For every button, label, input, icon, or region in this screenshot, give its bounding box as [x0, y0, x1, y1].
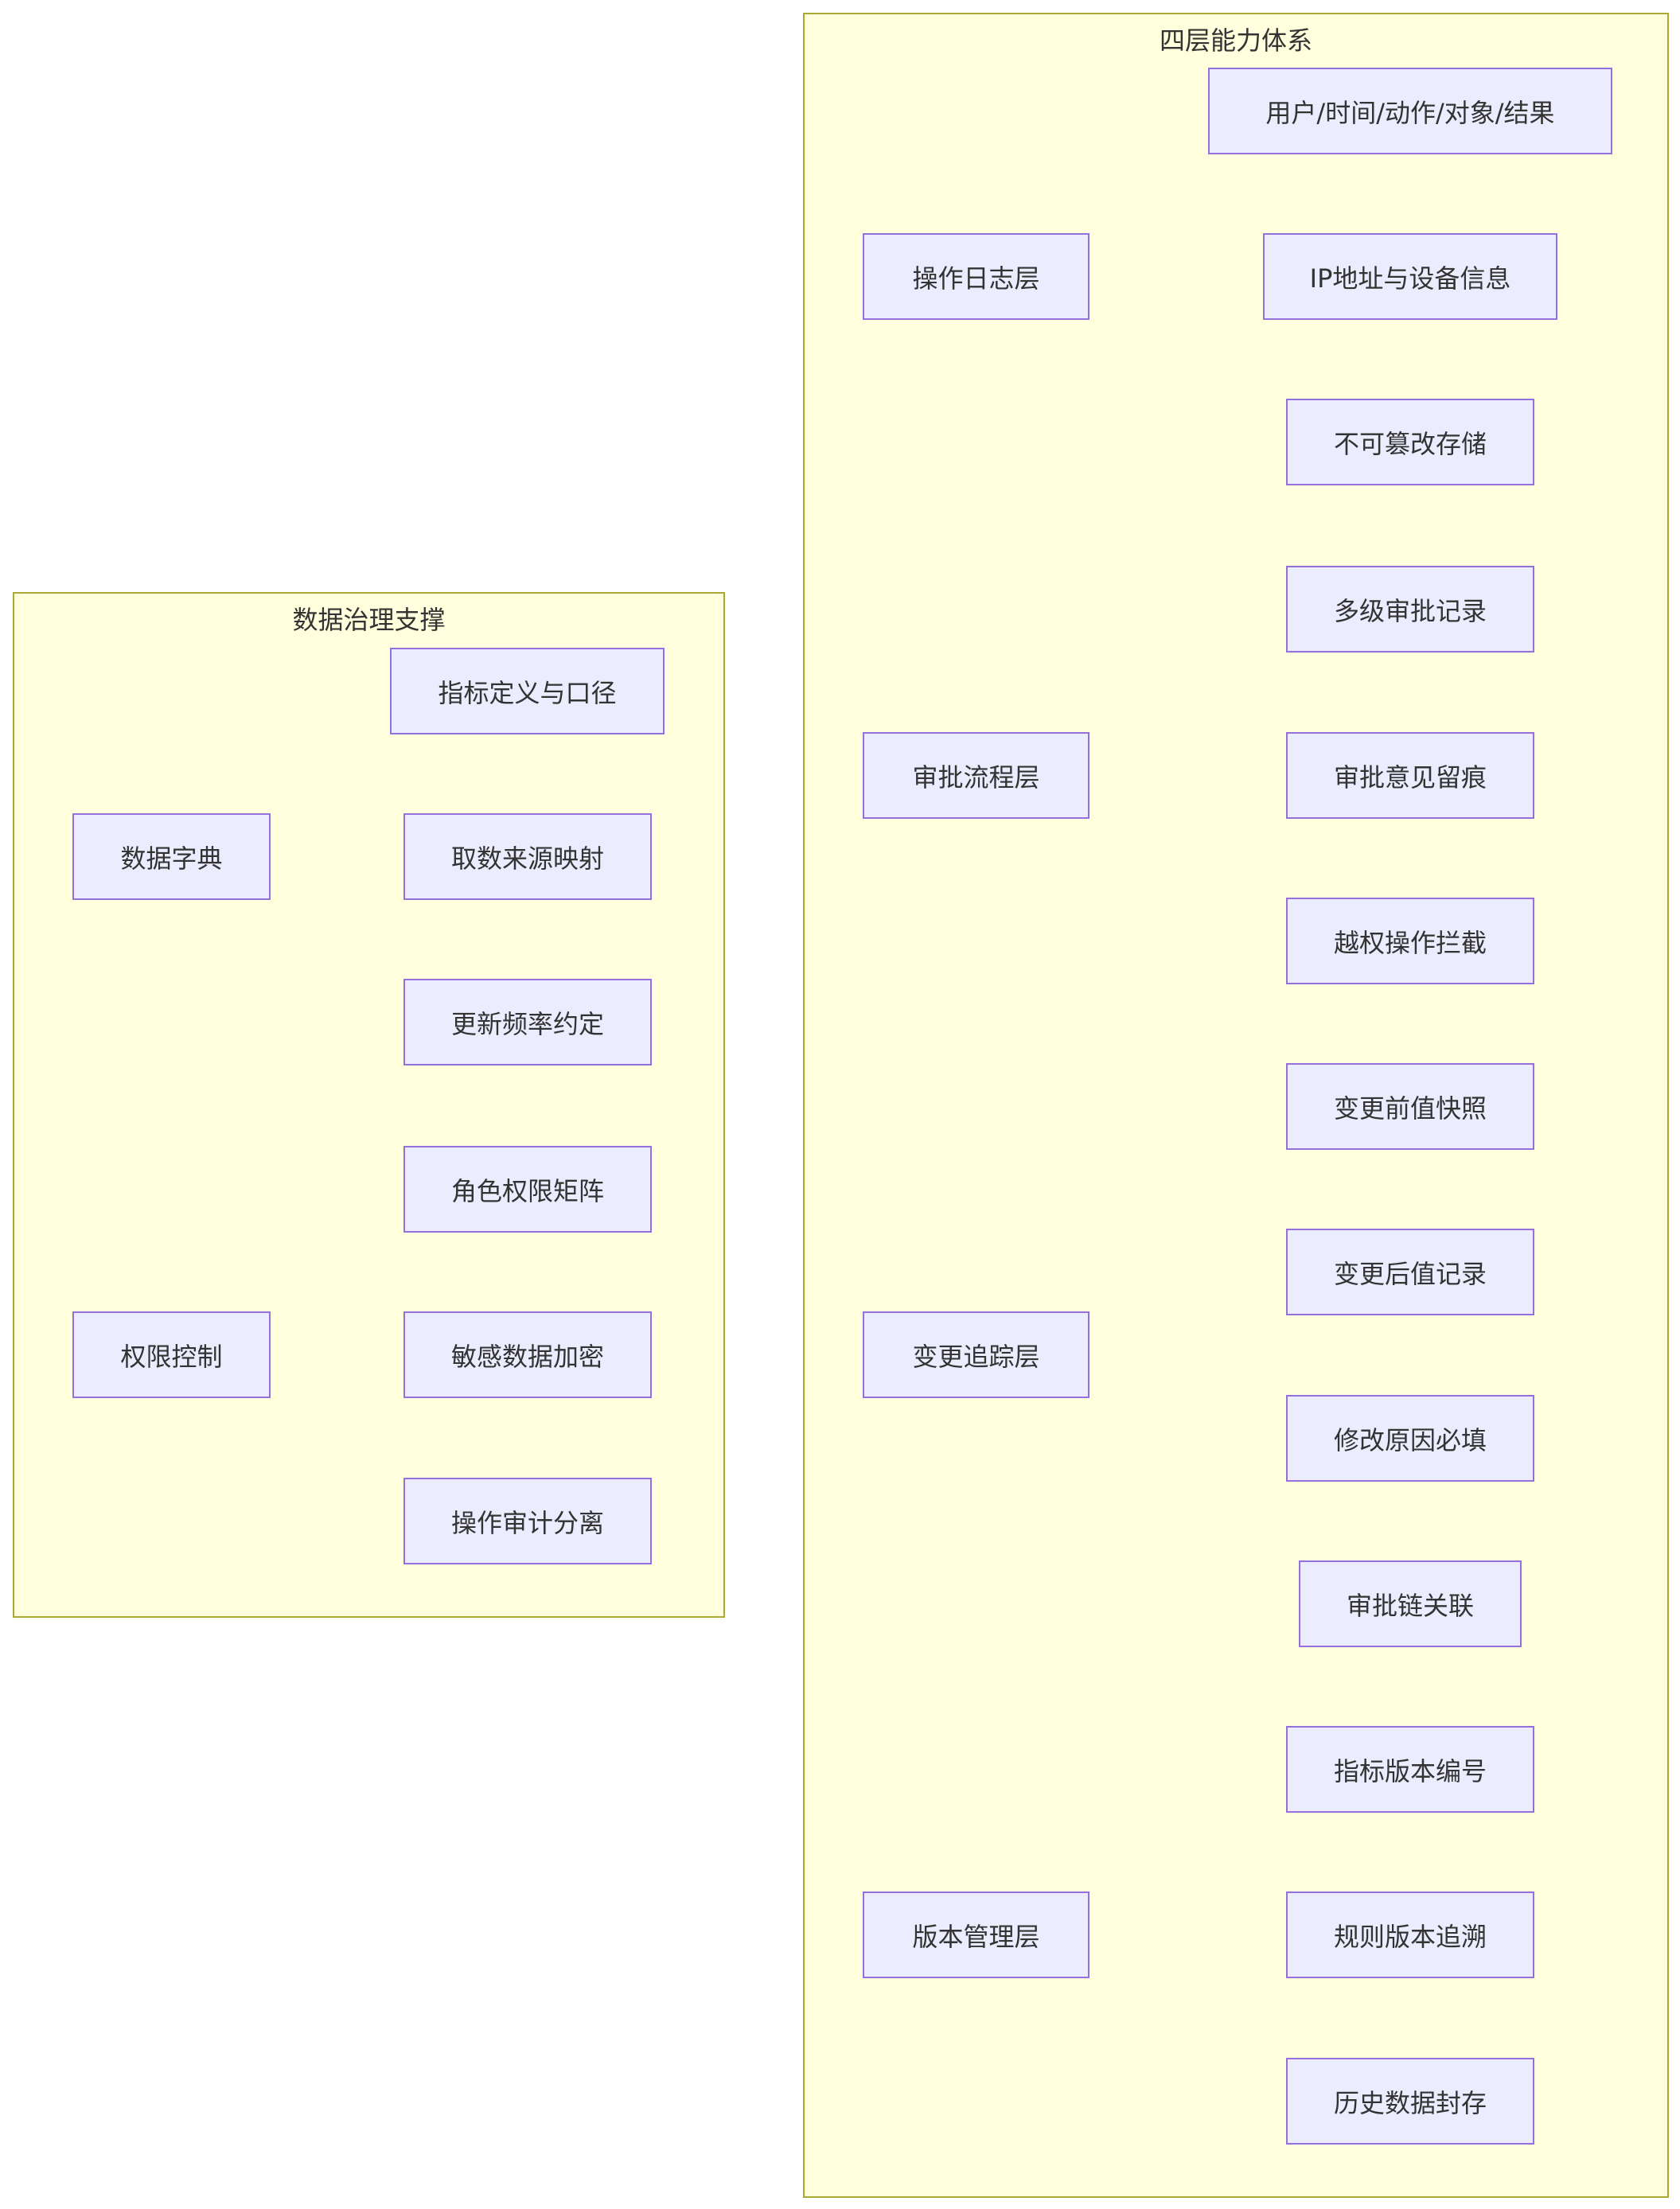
node-history-archive[interactable]: 历史数据封存 [1286, 2058, 1534, 2145]
node-source-mapping[interactable]: 取数来源映射 [403, 813, 652, 900]
node-change-tracking-layer[interactable]: 变更追踪层 [863, 1311, 1089, 1398]
cluster-title: 四层能力体系 [1159, 25, 1312, 56]
node-approval-link[interactable]: 审批链关联 [1299, 1560, 1522, 1647]
node-version-layer[interactable]: 版本管理层 [863, 1891, 1089, 1978]
node-ip-device[interactable]: IP地址与设备信息 [1263, 233, 1557, 320]
node-update-frequency[interactable]: 更新频率约定 [403, 979, 652, 1066]
node-rule-version[interactable]: 规则版本追溯 [1286, 1891, 1534, 1978]
node-audit-separation[interactable]: 操作审计分离 [403, 1478, 652, 1564]
node-approval-comments[interactable]: 审批意见留痕 [1286, 732, 1534, 819]
node-after-record[interactable]: 变更后值记录 [1286, 1229, 1534, 1315]
node-tamper-proof[interactable]: 不可篡改存储 [1286, 399, 1534, 485]
node-data-dictionary[interactable]: 数据字典 [72, 813, 271, 900]
cluster-data-governance: 数据治理支撑 [13, 592, 725, 1618]
cluster-capability-system: 四层能力体系 [803, 13, 1669, 2198]
node-before-snapshot[interactable]: 变更前值快照 [1286, 1063, 1534, 1150]
node-sensitive-encryption[interactable]: 敏感数据加密 [403, 1311, 652, 1398]
cluster-title: 数据治理支撑 [292, 605, 446, 635]
node-multi-level-approval[interactable]: 多级审批记录 [1286, 566, 1534, 653]
node-approval-layer[interactable]: 审批流程层 [863, 732, 1089, 819]
node-metric-version[interactable]: 指标版本编号 [1286, 1726, 1534, 1813]
node-log-fields[interactable]: 用户/时间/动作/对象/结果 [1208, 68, 1612, 154]
node-operation-log-layer[interactable]: 操作日志层 [863, 233, 1089, 320]
node-unauthorized-block[interactable]: 越权操作拦截 [1286, 898, 1534, 984]
node-access-control[interactable]: 权限控制 [72, 1311, 271, 1398]
node-role-matrix[interactable]: 角色权限矩阵 [403, 1146, 652, 1233]
node-metric-definition[interactable]: 指标定义与口径 [390, 648, 665, 734]
node-reason-required[interactable]: 修改原因必填 [1286, 1395, 1534, 1482]
